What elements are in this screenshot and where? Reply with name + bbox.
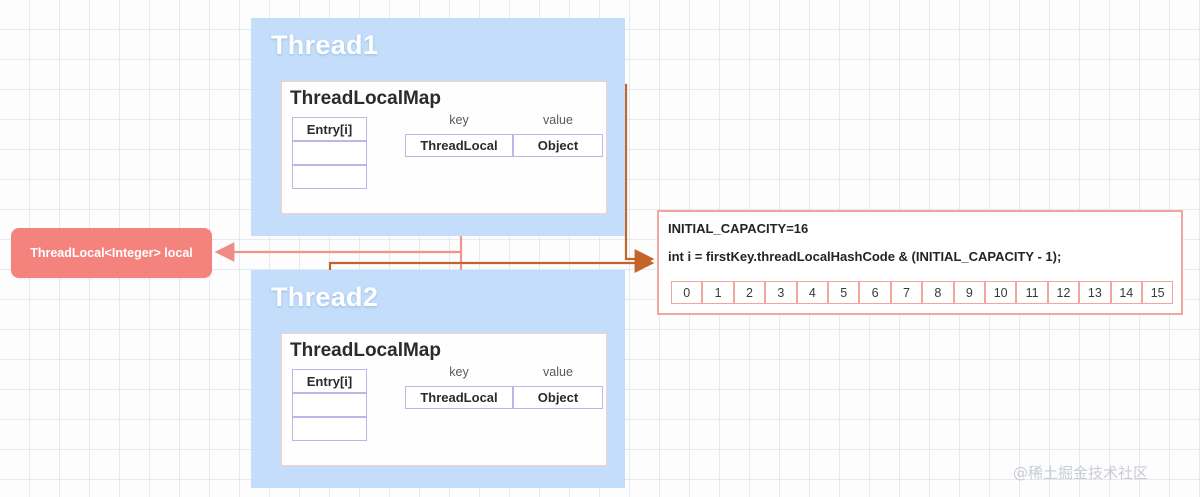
bucket-slot-5[interactable]: 5 bbox=[828, 281, 860, 304]
thread2-value-cell[interactable]: Object bbox=[513, 386, 603, 409]
thread1-entry-cell-2[interactable] bbox=[292, 165, 367, 189]
thread1-value-label: value bbox=[543, 113, 573, 127]
thread2-entry-cell-1[interactable] bbox=[292, 393, 367, 417]
bucket-slot-3[interactable]: 3 bbox=[765, 281, 797, 304]
thread1-key-cell[interactable]: ThreadLocal bbox=[405, 134, 513, 157]
bucket-slot-0[interactable]: 0 bbox=[671, 281, 703, 304]
bucket-slot-8[interactable]: 8 bbox=[922, 281, 954, 304]
bucket-slot-11[interactable]: 11 bbox=[1016, 281, 1048, 304]
thread1-entry-cell-1[interactable] bbox=[292, 141, 367, 165]
thread2-title: Thread2 bbox=[271, 282, 379, 312]
bucket-slot-9[interactable]: 9 bbox=[953, 281, 985, 304]
watermark: @稀土掘金技术社区 bbox=[1013, 464, 1149, 482]
bucket-slot-13[interactable]: 13 bbox=[1079, 281, 1111, 304]
thread2-key-label: key bbox=[449, 365, 469, 379]
bucket-slot-6[interactable]: 6 bbox=[859, 281, 891, 304]
initial-capacity-line: INITIAL_CAPACITY=16 bbox=[668, 221, 809, 236]
threadlocal-variable-pill[interactable]: ThreadLocal<Integer> local bbox=[11, 228, 212, 278]
thread2-entry-cell-0[interactable]: Entry[i] bbox=[292, 369, 367, 393]
thread2-key-cell[interactable]: ThreadLocal bbox=[405, 386, 513, 409]
thread1-value-cell[interactable]: Object bbox=[513, 134, 603, 157]
hash-index-line: int i = firstKey.threadLocalHashCode & (… bbox=[668, 249, 1062, 264]
bucket-slot-4[interactable]: 4 bbox=[796, 281, 828, 304]
bucket-slot-10[interactable]: 10 bbox=[985, 281, 1017, 304]
bucket-slot-14[interactable]: 14 bbox=[1110, 281, 1142, 304]
thread2-entry-cell-2[interactable] bbox=[292, 417, 367, 441]
bucket-slot-2[interactable]: 2 bbox=[733, 281, 766, 304]
bucket-slot-1[interactable]: 1 bbox=[702, 281, 734, 304]
thread2-value-label: value bbox=[543, 365, 573, 379]
bucket-slot-15[interactable]: 15 bbox=[1142, 281, 1174, 304]
thread1-entry-cell-0[interactable]: Entry[i] bbox=[292, 117, 367, 141]
bucket-slot-7[interactable]: 7 bbox=[890, 281, 923, 304]
thread1-title: Thread1 bbox=[271, 30, 379, 60]
thread1-key-label: key bbox=[449, 113, 469, 127]
thread1-threadlocalmap-title: ThreadLocalMap bbox=[290, 88, 441, 109]
bucket-slot-12[interactable]: 12 bbox=[1047, 281, 1080, 304]
thread2-threadlocalmap-title: ThreadLocalMap bbox=[290, 340, 441, 361]
